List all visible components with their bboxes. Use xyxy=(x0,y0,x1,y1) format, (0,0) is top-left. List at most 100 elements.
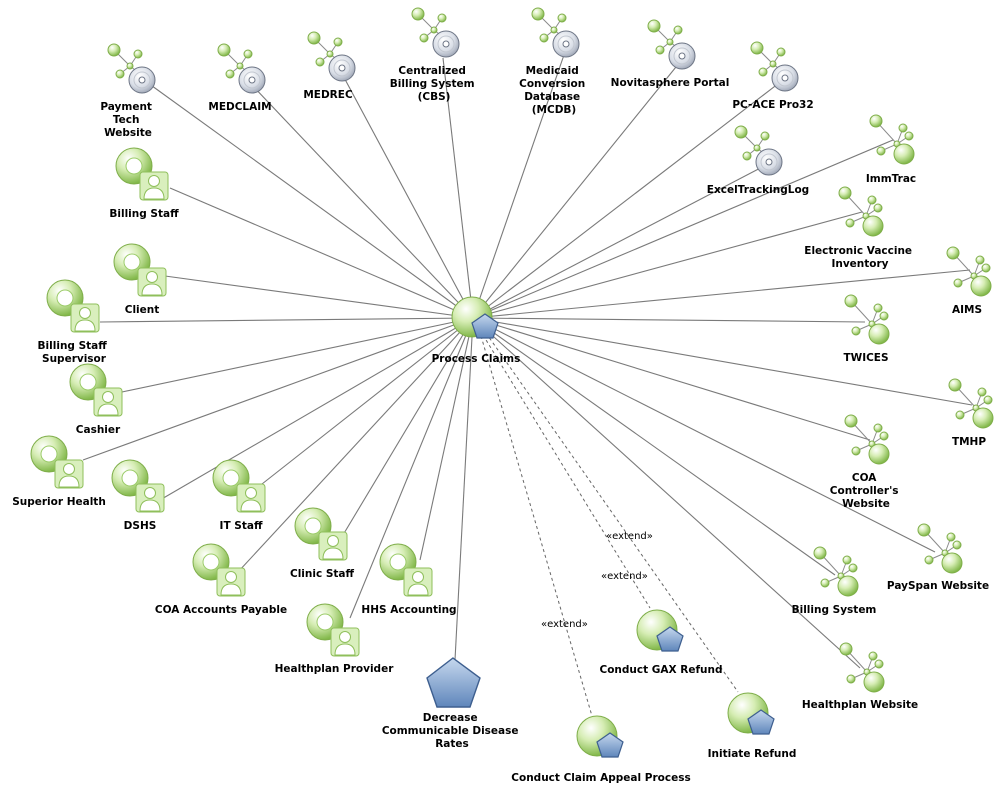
interface-hpweb[interactable]: Healthplan Website xyxy=(802,642,918,711)
connector-tmhp xyxy=(472,317,973,406)
usecase-appeal[interactable]: Conduct Claim Appeal Process xyxy=(511,715,691,784)
connector-hhs xyxy=(419,317,474,561)
connector-cbs xyxy=(442,57,474,319)
connector-coacw xyxy=(472,317,871,441)
system-excel[interactable]: ExcelTrackingLog xyxy=(707,125,809,196)
extend-gax xyxy=(482,334,651,609)
connector-clinic xyxy=(339,317,474,541)
system-cbs[interactable]: Centralized Billing System (CBS) xyxy=(390,7,478,103)
actor-client[interactable]: Client xyxy=(113,243,167,316)
mcdb-label: Medicaid Conversion Database (MCDB) xyxy=(519,65,589,116)
actor-billstaff[interactable]: Billing Staff xyxy=(109,147,179,220)
hpweb-label: Healthplan Website xyxy=(802,699,918,711)
tmhp-icon xyxy=(948,378,994,429)
pcace-label: PC-ACE Pro32 xyxy=(732,99,813,111)
interface-aims[interactable]: AIMS xyxy=(946,246,992,316)
payspan-label: PaySpan Website xyxy=(887,580,989,592)
system-payment-tech[interactable]: Payment Tech Website xyxy=(100,43,156,139)
actor-hpprov[interactable]: Healthplan Provider xyxy=(275,603,395,675)
actor-itstaff[interactable]: IT Staff xyxy=(212,459,266,532)
superior-icon xyxy=(30,435,84,489)
connector-immtrac xyxy=(472,139,894,319)
interface-twices[interactable]: TWICES xyxy=(843,294,890,364)
gax-icon xyxy=(636,609,684,652)
extend-label-3: «extend» xyxy=(541,619,588,630)
actor-coaap[interactable]: COA Accounts Payable xyxy=(155,543,287,616)
coaap-icon xyxy=(192,543,246,597)
goal-dcdr[interactable]: Decrease Communicable Disease Rates xyxy=(382,657,522,750)
extend-refund xyxy=(485,332,739,693)
connector-novitas xyxy=(472,61,681,319)
refund-label: Initiate Refund xyxy=(708,748,797,760)
dshs-label: DSHS xyxy=(124,520,157,532)
payment-tech-label: Payment Tech Website xyxy=(100,101,155,139)
evi-icon xyxy=(838,186,884,237)
connector-billstaff xyxy=(169,187,474,319)
bssup-label: Billing Staff Supervisor xyxy=(38,340,111,365)
actor-dshs[interactable]: DSHS xyxy=(111,459,165,532)
hhs-label: HHS Accounting xyxy=(361,604,456,616)
novitas-icon xyxy=(647,19,696,70)
payment-tech-icon xyxy=(107,43,156,94)
billstaff-icon xyxy=(115,147,169,201)
interface-tmhp[interactable]: TMHP xyxy=(948,378,994,448)
appeal-label: Conduct Claim Appeal Process xyxy=(511,772,690,784)
connector-client xyxy=(164,275,474,319)
system-novitas[interactable]: Novitasphere Portal xyxy=(611,19,730,89)
usecase-gax[interactable]: Conduct GAX Refund xyxy=(599,609,723,676)
interface-billsys[interactable]: Billing System xyxy=(792,546,877,616)
tmhp-label: TMHP xyxy=(952,436,986,448)
refund-icon xyxy=(727,692,775,735)
medclaim-label: MEDCLAIM xyxy=(208,101,271,113)
actor-bssup[interactable]: Billing Staff Supervisor xyxy=(38,279,111,365)
connector-superior xyxy=(82,317,474,461)
interface-immtrac[interactable]: ImmTrac xyxy=(866,114,916,185)
actor-superior[interactable]: Superior Health xyxy=(12,435,106,508)
interface-evi[interactable]: Electronic Vaccine Inventory xyxy=(804,186,915,270)
dcdr-label: Decrease Communicable Disease Rates xyxy=(382,712,522,750)
process-claims-icon xyxy=(451,296,499,339)
connector-dshs xyxy=(159,317,474,501)
connector-medrec xyxy=(339,69,474,319)
coacw-label: COA Controller's Website xyxy=(830,472,902,510)
immtrac-label: ImmTrac xyxy=(866,173,916,185)
aims-label: AIMS xyxy=(952,304,982,316)
medrec-label: MEDREC xyxy=(303,89,353,101)
cbs-icon xyxy=(411,7,460,58)
actor-clinic[interactable]: Clinic Staff xyxy=(290,507,355,580)
interface-payspan[interactable]: PaySpan Website xyxy=(887,523,989,592)
connector-hpprov xyxy=(349,317,474,619)
system-medclaim[interactable]: MEDCLAIM xyxy=(208,43,272,113)
connector-hpweb xyxy=(472,317,861,669)
hpprov-icon xyxy=(306,603,360,657)
system-pcace[interactable]: PC-ACE Pro32 xyxy=(732,41,814,111)
connector-evi xyxy=(472,211,863,319)
system-mcdb[interactable]: Medicaid Conversion Database (MCDB) xyxy=(519,7,589,116)
cbs-label: Centralized Billing System (CBS) xyxy=(390,65,478,103)
clinic-icon xyxy=(294,507,348,561)
connector-mcdb xyxy=(472,51,566,319)
actor-cashier[interactable]: Cashier xyxy=(69,363,123,436)
billstaff-label: Billing Staff xyxy=(109,208,179,220)
pcace-icon xyxy=(750,41,799,92)
bssup-icon xyxy=(46,279,100,333)
connector-dcdr xyxy=(454,317,474,661)
billsys-label: Billing System xyxy=(792,604,877,616)
interface-coacw[interactable]: COA Controller's Website xyxy=(830,414,902,510)
process-claims-node[interactable]: Process Claims xyxy=(432,296,521,365)
system-medrec[interactable]: MEDREC xyxy=(303,31,356,101)
coaap-label: COA Accounts Payable xyxy=(155,604,287,616)
cashier-icon xyxy=(69,363,123,417)
usecase-refund[interactable]: Initiate Refund xyxy=(708,692,797,760)
excel-icon xyxy=(734,125,783,176)
dcdr-pentagon-icon xyxy=(426,657,481,708)
novitas-label: Novitasphere Portal xyxy=(611,77,730,89)
extend-label-2: «extend» xyxy=(601,571,648,582)
actor-hhs[interactable]: HHS Accounting xyxy=(361,543,457,616)
itstaff-label: IT Staff xyxy=(220,520,263,532)
connector-billsys xyxy=(472,317,836,576)
excel-label: ExcelTrackingLog xyxy=(707,184,809,196)
process-claims-label: Process Claims xyxy=(432,353,521,365)
connector-coaap xyxy=(237,317,474,573)
